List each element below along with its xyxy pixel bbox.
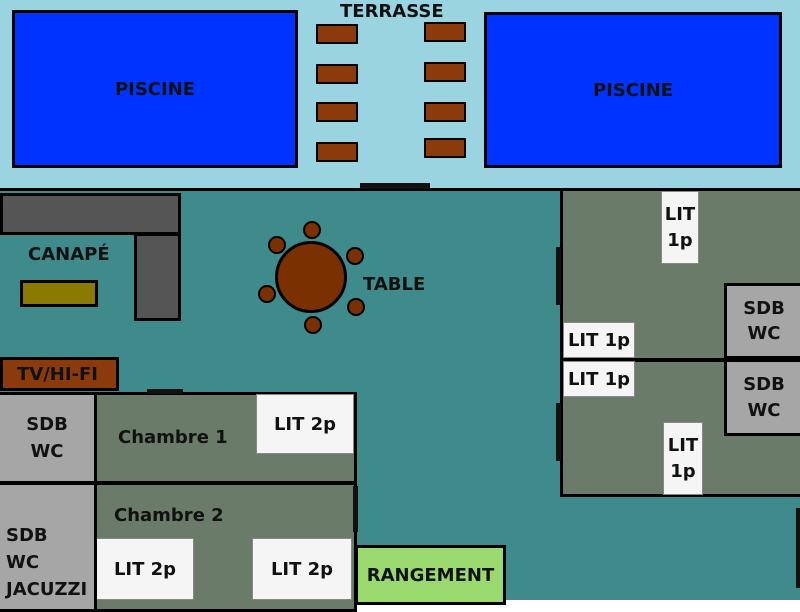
coffee-table: [20, 280, 98, 307]
bed-double-1-label: LIT 2p: [273, 413, 337, 435]
bed-double-3: LIT 2p: [252, 538, 352, 600]
door: [556, 403, 561, 461]
bathroom-1: SDB WC: [0, 392, 97, 484]
pool-left-label: PISCINE: [114, 78, 196, 100]
chair: [258, 285, 276, 303]
lounger: [316, 102, 358, 122]
pool-right: PISCINE: [484, 12, 782, 168]
bed-single-c-label: LIT 1p: [567, 368, 631, 390]
lounger: [424, 22, 466, 42]
bed-single-a: LIT 1p: [661, 191, 699, 264]
lounger: [316, 24, 358, 44]
bed-single-d-label: LIT 1p: [667, 435, 699, 482]
dining-table: [275, 241, 347, 313]
door: [796, 508, 800, 588]
bathroom-jacuzzi: SDB WC JACUZZI: [0, 482, 97, 612]
bathroom-right-1-label: SDB WC: [743, 297, 785, 344]
storage: RANGEMENT: [355, 545, 506, 605]
bed-double-2: LIT 2p: [96, 538, 194, 600]
tv-hifi-label: TV/HI-FI: [17, 363, 99, 385]
door: [556, 247, 561, 305]
chair: [347, 298, 365, 316]
bed-single-b: LIT 1p: [563, 322, 635, 358]
bathroom-right-1: SDB WC: [724, 283, 800, 359]
lounger: [316, 142, 358, 162]
lounger: [424, 62, 466, 82]
sofa-label: CANAPÉ: [28, 244, 110, 265]
chair: [304, 316, 322, 334]
chair: [346, 247, 364, 265]
door: [353, 486, 358, 532]
bathroom-right-2-label: SDB WC: [743, 374, 785, 421]
bed-single-a-label: LIT 1p: [664, 204, 696, 251]
bed-single-c: LIT 1p: [563, 361, 635, 397]
bed-double-3-label: LIT 2p: [270, 558, 334, 580]
lounger: [424, 138, 466, 158]
bed-single-b-label: LIT 1p: [567, 329, 631, 351]
bathroom-1-label: SDB WC: [26, 414, 68, 462]
sofa-back: [0, 193, 181, 235]
bed-single-d: LIT 1p: [663, 422, 703, 495]
bathroom-right-2: SDB WC: [724, 359, 800, 436]
tv-hifi: TV/HI-FI: [0, 357, 119, 391]
pool-left: PISCINE: [12, 10, 298, 168]
chair: [303, 221, 321, 239]
bedroom-2-label: Chambre 2: [114, 505, 224, 526]
bed-double-1: LIT 2p: [256, 394, 354, 454]
lounger: [316, 64, 358, 84]
chair: [268, 236, 286, 254]
pool-right-label: PISCINE: [592, 79, 674, 101]
lounger: [424, 102, 466, 122]
bedroom-1-label: Chambre 1: [118, 427, 228, 448]
bed-double-2-label: LIT 2p: [113, 558, 177, 580]
table-label: TABLE: [363, 274, 426, 295]
terrace-door: [360, 183, 430, 189]
storage-label: RANGEMENT: [366, 564, 495, 586]
door: [147, 389, 183, 394]
sofa-side: [134, 233, 181, 321]
terrace-label: TERRASSE: [340, 1, 444, 22]
bathroom-jacuzzi-label: SDB WC JACUZZI: [6, 525, 88, 600]
